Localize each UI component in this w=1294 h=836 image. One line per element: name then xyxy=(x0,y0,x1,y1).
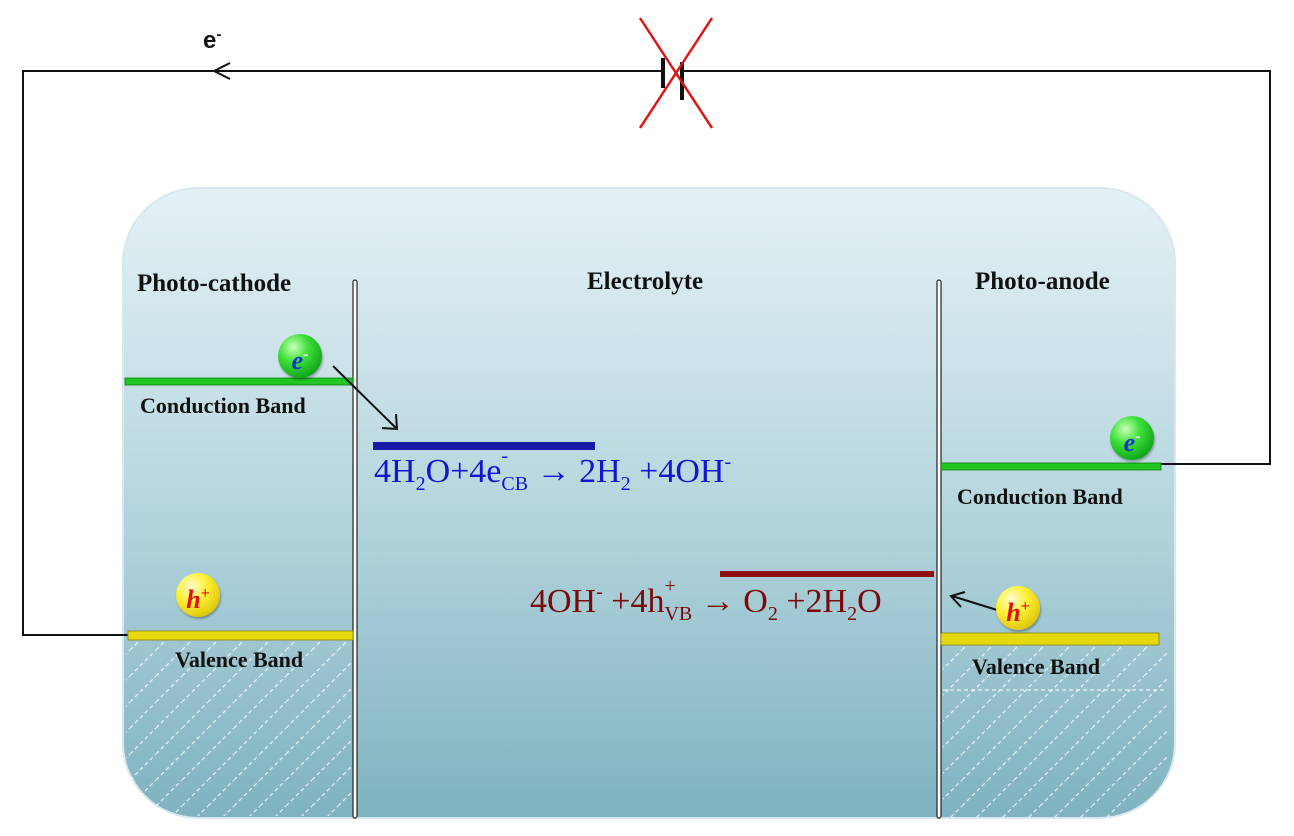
reduction-bar xyxy=(373,442,595,450)
cathode-conduction-band xyxy=(124,377,354,386)
oxidation-bar xyxy=(720,571,934,577)
anode-hole-symbol: h xyxy=(1006,598,1021,627)
red-sub1: CB xyxy=(501,473,529,495)
cathode-electron-charge: - xyxy=(303,346,309,363)
cathode-electron: e- xyxy=(278,334,322,378)
electron-flow-arrowhead xyxy=(211,62,231,80)
cathode-valence-band-label: Valence Band xyxy=(175,647,304,672)
ox-s2: 2 xyxy=(847,603,858,625)
ox-sup1: - xyxy=(596,581,603,603)
anode-electron: e- xyxy=(1110,416,1154,460)
anode-electron-symbol: e xyxy=(1123,428,1136,457)
circuit-electron-symbol: e xyxy=(203,27,217,54)
anode-hole-charge: + xyxy=(1020,598,1030,615)
ox-t2: +4h xyxy=(602,583,665,620)
cathode-electron-symbol: e xyxy=(291,346,304,375)
anode-valence-fill xyxy=(943,646,1167,818)
ox-sub2: VB xyxy=(664,603,693,625)
cathode-conduction-band-label: Conduction Band xyxy=(140,393,306,418)
electrolyte-title: Electrolyte xyxy=(587,268,704,295)
anode-wall xyxy=(936,279,942,819)
cathode-title: Photo-cathode xyxy=(137,270,292,297)
ox-arrow: → xyxy=(692,583,744,620)
cathode-hole-charge: + xyxy=(200,585,210,602)
red-t1: 4H xyxy=(374,453,416,490)
red-sup1: - xyxy=(501,445,509,467)
anode-conduction-band xyxy=(940,462,1162,471)
red-t4: +4OH xyxy=(630,453,725,490)
red-sup2: - xyxy=(724,451,732,473)
anode-valence-band-label: Valence Band xyxy=(972,654,1101,679)
external-wire xyxy=(22,70,663,636)
reduction-equation: 4H2O+4e-CB → 2H2 +4OH- xyxy=(374,445,732,496)
circuit-electron-label: e- xyxy=(203,26,221,55)
external-wire-right xyxy=(682,70,1271,465)
red-s2: 2 xyxy=(620,473,631,495)
electron-transfer-arrowhead xyxy=(381,413,399,431)
ox-t1: 4OH xyxy=(530,583,597,620)
cross-line-2 xyxy=(638,17,714,129)
ox-t4: +2H xyxy=(777,583,848,620)
ox-t3: O xyxy=(743,583,768,620)
ox-sup2: + xyxy=(664,575,676,597)
circuit-electron-charge: - xyxy=(216,26,222,43)
anode-conduction-band-label: Conduction Band xyxy=(957,484,1123,509)
cathode-wall xyxy=(352,279,358,819)
cathode-valence-fill xyxy=(126,641,352,816)
red-s1: 2 xyxy=(415,473,426,495)
cathode-hole: h+ xyxy=(176,573,220,617)
electrolyte-tank xyxy=(122,187,1176,819)
cathode-valence-band xyxy=(127,630,354,641)
anode-valence-band xyxy=(940,632,1160,646)
red-t2: O+4e xyxy=(425,453,502,490)
electron-transfer-arrow xyxy=(332,365,397,429)
cathode-hole-symbol: h xyxy=(186,585,201,614)
red-arrow: → xyxy=(528,453,580,490)
anode-hole: h+ xyxy=(996,586,1040,630)
anode-title: Photo-anode xyxy=(975,268,1110,295)
ox-t5: O xyxy=(857,583,882,620)
oxidation-equation: 4OH- +4h+VB → O2 +2H2O xyxy=(530,575,882,626)
anode-electron-charge: - xyxy=(1135,428,1141,445)
ox-s1: 2 xyxy=(767,603,778,625)
hole-transfer-arrowhead xyxy=(949,591,966,608)
hole-transfer-arrow xyxy=(951,595,998,611)
red-t3: 2H xyxy=(579,453,621,490)
